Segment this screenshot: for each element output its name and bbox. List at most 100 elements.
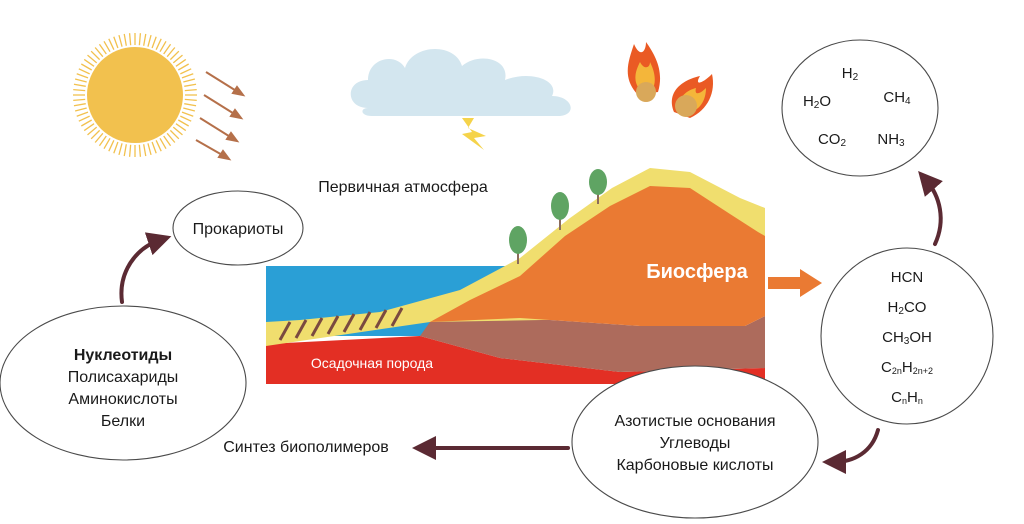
gas-ch4: CH4 [883,89,911,107]
sun-ray [172,126,183,136]
sun-ray [159,137,167,150]
sun-ray [73,88,86,92]
meteor-icon [671,74,714,118]
label-biosphere: Биосфера [646,261,748,283]
lightning-icon [462,118,486,150]
gas-h2: H2 [842,65,859,83]
sun-ray [138,144,142,157]
sun-ray [183,107,196,112]
landscape [266,168,765,384]
sun-ray [90,129,101,140]
sun-ray [123,144,127,157]
arrow-compounds-to-gases [918,170,943,246]
sun-ray [90,50,101,61]
sun-ray [147,34,152,47]
sun-ray [83,123,95,132]
tree-icon [589,169,607,204]
sun-ray [87,126,98,136]
sun-ray [166,132,176,143]
sediment-hatching [278,307,404,341]
sun-ray [163,135,172,147]
sun-ray [78,68,90,75]
sun-ray [80,63,93,71]
polymer-proteins: Белки [101,413,145,430]
arrow-compounds-to-monomers [822,428,880,474]
sun-ray [76,111,89,117]
sun-ray [103,137,111,150]
compound-h2co: H2CO [888,299,927,317]
label-primary-atmosphere: Первичная атмосфера [318,179,488,196]
sun-ray [184,83,197,87]
sun-ray [94,132,104,143]
land-orange-layer [430,186,765,326]
sun-ray [74,107,87,112]
sun-ray [175,58,187,67]
sun-ray [73,83,86,87]
monomer-carboxylic-acids: Карбоновые кислоты [616,457,773,474]
sun-ray [183,78,196,83]
polymers-bubble [0,305,247,461]
label-biopolymer-synthesis: Синтез биополимеров [223,439,388,456]
sun-ray [172,54,183,64]
monomer-carbohydrates: Углеводы [660,435,731,452]
polymer-polysaccharides: Полисахариды [68,369,179,386]
compound-hcn: HCN [891,269,924,286]
sun-ray [184,103,197,107]
monomers-bubble [571,365,819,519]
sun-ray [163,43,172,55]
sun-ray [151,141,157,154]
sun-ray [108,140,115,152]
sun-ray [175,123,187,132]
label-sedimentary-rock: Осадочная порода [311,355,433,371]
meteor-icon [627,42,661,102]
sun-ray [166,47,176,58]
sun-ray [181,111,194,117]
compound-alkane: C2nH2n+2 [881,359,933,376]
sun-ray [169,129,180,140]
sun-ray [80,119,93,127]
sun-ray [83,58,95,67]
sun-ray [118,34,123,47]
sun-ray [108,38,115,50]
sun-ray [94,47,104,58]
compound-ch3oh: CH3OH [882,329,932,347]
sun-ray [138,33,142,46]
sun-ray [180,115,192,122]
sun-ray [113,36,119,49]
sun-icon [73,33,197,157]
polymer-nucleotides: Нуклеотиды [74,347,172,364]
sun-ray [73,103,86,107]
biosphere-arrow [768,269,822,297]
compounds-bubble [820,247,994,425]
sun-ray [155,38,162,50]
monomer-nitrogenous-bases: Азотистые основания [614,413,775,430]
sun-ray [143,33,147,46]
sun-ray [177,119,190,127]
gases-bubble [781,39,939,177]
sun-ray [113,141,119,154]
compound-cnhn: CnHn [891,389,923,406]
sun-ray [159,40,167,53]
sun-ray [169,50,180,61]
sun-ray [184,88,197,92]
sediment-red-layer [266,336,765,384]
sun-ray [180,68,192,75]
sun-rays-arrows [195,71,246,161]
gas-nh3: NH3 [877,131,905,149]
sun-ray [143,144,147,157]
cloud-icon [350,48,571,116]
sun-ray [123,33,127,46]
polymer-amino-acids: Аминокислоты [68,391,177,408]
sun-ray [128,33,132,46]
tree-icon [509,226,527,264]
sun-ray [87,54,98,64]
sun-ray [177,63,190,71]
sun-ray [103,40,111,53]
prokaryotes-bubble [172,190,304,266]
gas-co2: CO2 [818,131,847,149]
sun-ray [98,43,107,55]
sun-ray [74,78,87,83]
sun-ray [73,98,86,102]
sun-ray [147,143,152,156]
